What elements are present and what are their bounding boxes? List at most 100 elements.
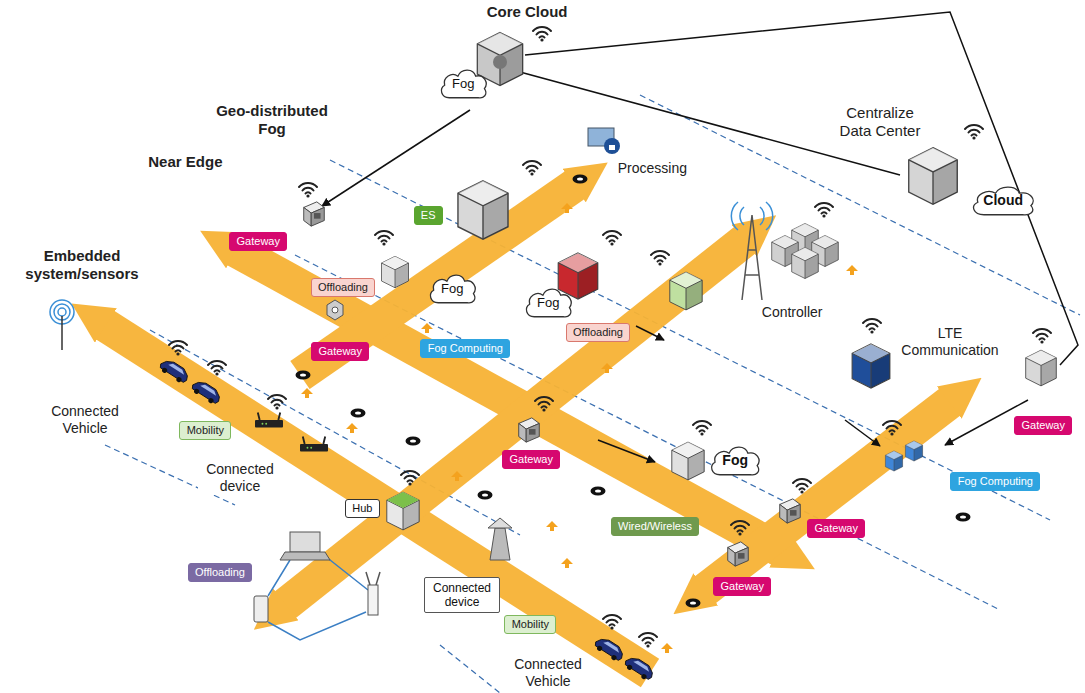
wifi-icon [693,421,711,436]
gateway-tag: Gateway [311,342,369,361]
wifi-icon [639,633,657,648]
gateway-tag: Gateway [807,519,865,538]
flow-marker [451,471,463,481]
gateway-tag: Gateway [229,232,287,251]
cloud-outline [712,447,759,475]
device-icon [792,247,819,278]
wifi-icon [731,521,749,536]
device-icon [670,272,702,310]
icon-label: Connected Vehicle [43,403,127,437]
road-band [285,240,745,605]
icon-label: Connected Vehicle [506,656,590,690]
data-packet [351,409,366,418]
vehicle-icon [593,635,627,664]
cloud-outline [430,275,475,303]
wifi-icon [299,183,317,198]
cloud-node: Fog [427,271,478,305]
device-icon [672,442,704,480]
sensor-antenna [50,300,74,350]
sensor-antenna [58,308,66,316]
gateway-tag: Gateway [713,577,771,596]
device-icon [493,55,507,69]
sensor-antenna [61,316,63,350]
layer-title: Geo-distributed Fog [205,102,339,138]
gateway-icon [728,542,749,566]
node-text: Offloading [318,281,368,294]
flow-arrow [598,440,655,462]
radio-tower [731,202,772,230]
layer-title: Near Edge [144,153,227,171]
node-text: Mobility [511,618,549,631]
backbone-link [525,12,1078,365]
road-band [235,250,780,550]
zone-divider [440,645,500,693]
radio-tower [742,215,762,300]
wifi-icon [375,231,393,246]
flow-marker [561,558,573,568]
end-device [280,552,330,560]
end-device [254,596,268,622]
vehicle-icon [158,357,657,683]
wifi-icon [535,397,553,412]
fog-computing-tag: Fog Computing [950,472,1040,491]
node-text: Offloading [573,326,623,339]
data-packet [406,437,421,446]
flow-arrow [845,420,880,446]
device-icon [387,492,419,508]
icon-label: Controller [758,304,827,321]
link-tag: Wired/Wireless [611,517,699,536]
road-band [105,185,950,673]
device-box: Connected device [424,577,500,613]
flow-marker [846,265,858,275]
end-device [366,572,380,585]
gateway-icon [780,499,801,523]
end-device [327,300,343,320]
layer-title: Core Cloud [483,3,572,21]
gateway-tag: Gateway [502,450,560,469]
wifi-icon [863,319,881,334]
node-text: ES [421,209,436,222]
end-device [300,437,328,452]
node-text: Gateway [509,453,553,466]
node-text: Fog Computing [957,475,1033,488]
gateway-icon [519,418,540,442]
flow-marker [301,388,313,398]
data-packet [296,371,311,380]
edge-server-tag: ES [414,206,443,225]
gateway-icon [304,202,325,226]
gateway-tag: Gateway [1014,416,1072,435]
wifi-icon [965,125,983,140]
data-packet [591,487,606,496]
processing-icon [604,138,620,154]
wifi-icon [523,161,541,176]
device-icon [558,253,598,299]
node-text: Hub [352,502,373,515]
device-icon [382,256,409,288]
flow-marker [421,323,433,333]
node-text: Gateway [236,235,280,248]
icon-label: Centralize Data Center [831,104,930,140]
vehicle-icon [623,654,657,683]
flow-marker [561,203,573,213]
wifi-icon [401,471,419,486]
node-text: Wired/Wireless [618,520,692,533]
cloud-node: Fog [708,443,762,477]
device-icon [909,148,958,205]
radio-tower [731,202,772,300]
icon-label: LTE Communication [893,325,1007,359]
cloud-outline [441,70,486,98]
wifi-icon [815,203,833,218]
end-device [268,556,368,640]
wifi-icon [268,395,286,410]
wifi-icon [883,421,901,436]
data-packet [956,513,971,522]
node-text: Connected device [430,581,494,609]
flow-marker [546,521,558,531]
cloud-node: Fog [523,285,574,319]
node-text: Mobility [186,424,224,437]
road-band [705,402,950,590]
data-packet [686,599,701,608]
cloud-node: Cloud [969,183,1037,217]
end-device [332,307,338,313]
